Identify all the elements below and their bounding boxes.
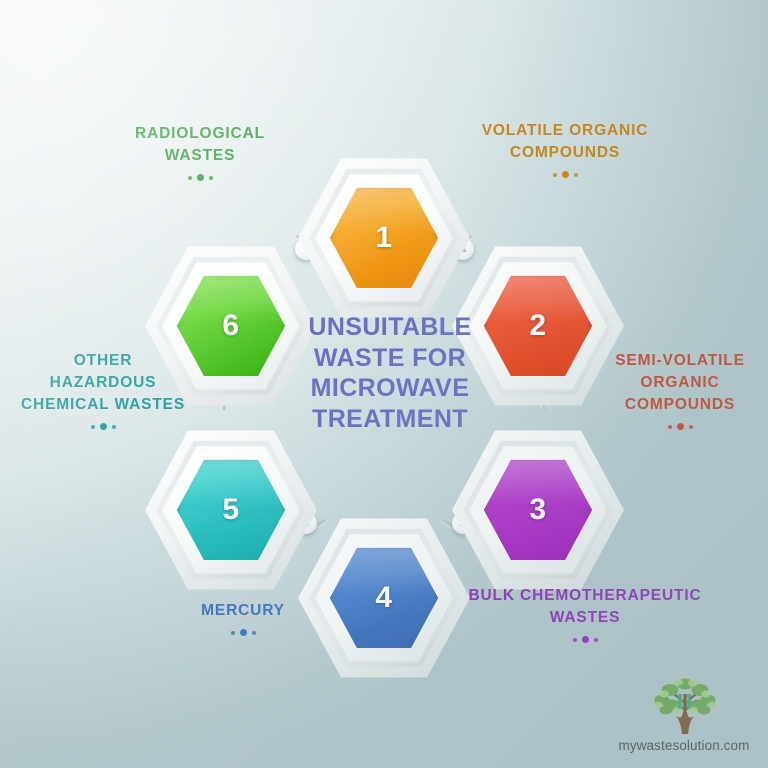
- label-line: HAZARDOUS: [49, 374, 157, 391]
- label-line: BULK CHEMOTHERAPEUTIC: [468, 587, 702, 604]
- label-line: OTHER: [73, 352, 133, 369]
- label-volatile-organic-compounds: VOLATILE ORGANIC COMPOUNDS: [455, 120, 675, 178]
- hexagon-number-5: 5: [222, 492, 240, 526]
- label-dots: [95, 174, 305, 181]
- hexagon-number-3: 3: [529, 492, 547, 526]
- hexagon-node-6[interactable]: 6: [145, 240, 317, 412]
- tree-logo: [648, 672, 722, 736]
- label-dots: [460, 636, 710, 643]
- label-line: ORGANIC: [640, 374, 720, 391]
- hexagon-number-4: 4: [375, 580, 393, 614]
- label-mercury: MERCURY: [163, 600, 323, 636]
- label-line: COMPOUNDS: [509, 144, 621, 161]
- label-other-hazardous-chemical-wastes: OTHER HAZARDOUS CHEMICAL WASTES: [8, 350, 198, 430]
- label-line: CHEMICAL WASTES: [20, 396, 186, 413]
- center-title-line-2: WASTE FOR: [313, 343, 467, 372]
- label-line: MERCURY: [201, 602, 285, 619]
- label-line: COMPOUNDS: [624, 396, 736, 413]
- hexagon-number-6: 6: [222, 308, 240, 342]
- center-title-line-3: MICROWAVE: [310, 374, 470, 402]
- label-line: WASTES: [164, 147, 236, 164]
- label-line: RADIOLOGICAL: [135, 125, 265, 142]
- label-dots: [8, 423, 198, 430]
- center-title: UNSUITABLE WASTE FOR MICROWAVE TREATMENT: [284, 312, 496, 434]
- label-line: VOLATILE ORGANIC: [481, 122, 649, 139]
- label-dots: [455, 171, 675, 178]
- center-title-line-1: UNSUITABLE: [308, 313, 472, 341]
- label-semi-volatile-organic-compounds: SEMI-VOLATILE ORGANIC COMPOUNDS: [594, 350, 766, 430]
- label-dots: [594, 423, 766, 430]
- label-line: SEMI-VOLATILE: [615, 352, 745, 369]
- label-line: WASTES: [549, 609, 621, 626]
- hexagon-node-4[interactable]: 4: [298, 512, 470, 684]
- label-radiological-wastes: RADIOLOGICAL WASTES: [95, 123, 305, 181]
- label-dots: [163, 629, 323, 636]
- hexagon-number-1: 1: [375, 220, 393, 254]
- hexagon-node-1[interactable]: 1: [298, 152, 470, 324]
- label-bulk-chemotherapeutic-wastes: BULK CHEMOTHERAPEUTIC WASTES: [460, 585, 710, 643]
- hexagon-node-3[interactable]: 3: [452, 424, 624, 596]
- hexagon-number-2: 2: [529, 308, 547, 342]
- hexagon-node-5[interactable]: 5: [145, 424, 317, 596]
- brand-watermark: mywastesolution.com: [618, 738, 750, 753]
- center-title-line-4: TREATMENT: [312, 404, 468, 433]
